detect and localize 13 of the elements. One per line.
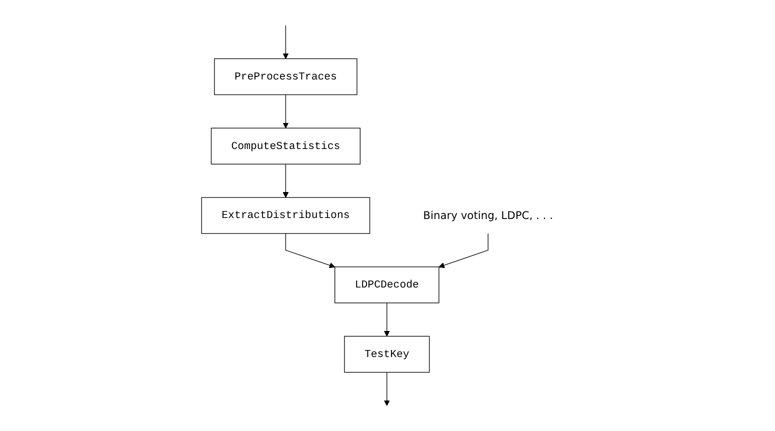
node-text: Binary voting, LDPC, . . . [423,208,554,222]
arrow [384,372,390,406]
node-box: LDPCDecode [334,266,440,304]
node-box: ExtractDistributions [201,197,370,234]
arrow [282,25,289,59]
node-box: TestKey [344,336,430,373]
node-box: ComputeStatistics [211,128,361,164]
arrow [282,164,289,198]
node-box: PreProcessTraces [214,58,358,96]
arrow [286,233,336,268]
arrow [282,94,289,128]
arrow [438,233,489,268]
arrow [384,302,390,337]
